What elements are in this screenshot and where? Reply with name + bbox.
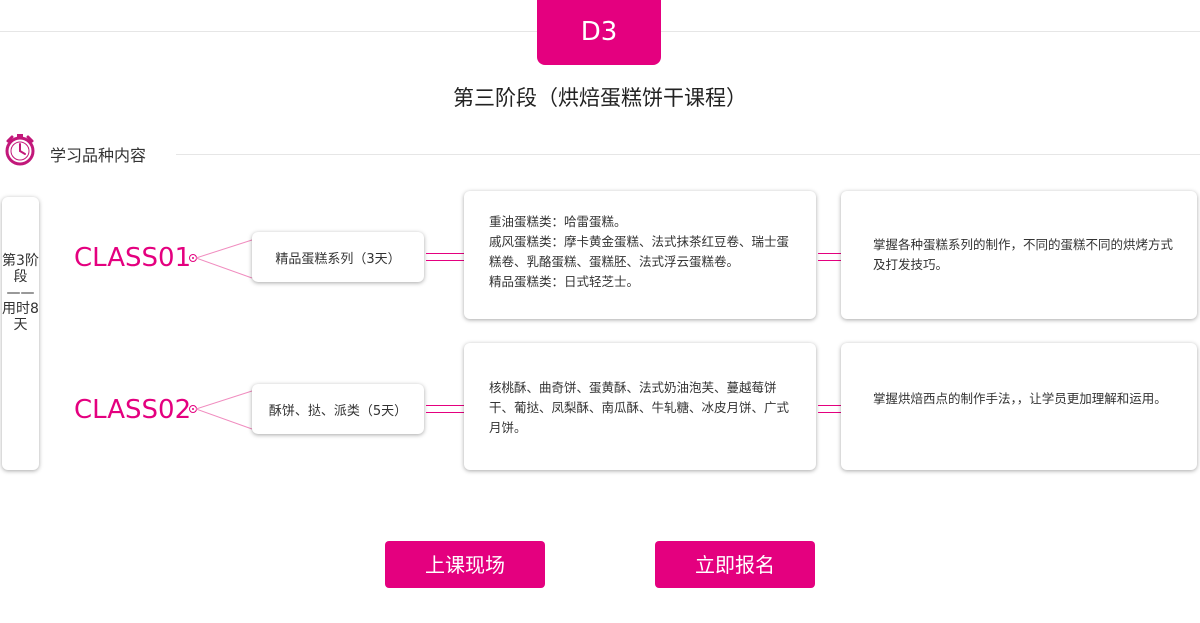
stage-duration-label: 第3阶段——用时8天 bbox=[2, 253, 39, 333]
class-01-goal-text: 掌握各种蛋糕系列的制作，不同的蛋糕不同的烘烤方式及打发技巧。 bbox=[873, 237, 1174, 272]
class-02-label: CLASS02 bbox=[74, 395, 192, 425]
class-02-goal-text: 掌握烘焙西点的制作手法，，让学员更加理解和运用。 bbox=[873, 391, 1167, 406]
class-01-link-line-b bbox=[426, 260, 464, 261]
class-02-connector-lines bbox=[196, 390, 253, 430]
class-01-label: CLASS01 bbox=[74, 243, 192, 273]
class-01-content-line: 重油蛋糕类：哈雷蛋糕。 bbox=[489, 214, 627, 229]
class-01-course-name: 精品蛋糕系列（3天） bbox=[275, 251, 401, 267]
live-class-button[interactable]: 上课现场 bbox=[385, 541, 545, 588]
class-02-link-line-b bbox=[426, 412, 464, 413]
class-02-content-line: 核桃酥、曲奇饼、蛋黄酥、法式奶油泡芙、蔓越莓饼干、葡挞、凤梨酥、南瓜酥、牛轧糖、… bbox=[489, 380, 790, 435]
class-02-goal-line-a bbox=[818, 405, 841, 406]
class-01-content-line: 精品蛋糕类：日式轻芝士。 bbox=[489, 274, 640, 289]
class-01-course-pill: 精品蛋糕系列（3天） bbox=[252, 232, 424, 282]
stopwatch-icon bbox=[5, 134, 35, 166]
section-title: 学习品种内容 bbox=[50, 146, 147, 165]
page-title: 第三阶段（烘焙蛋糕饼干课程） bbox=[453, 86, 747, 110]
signup-button[interactable]: 立即报名 bbox=[655, 541, 815, 588]
class-01-goal-card: 掌握各种蛋糕系列的制作，不同的蛋糕不同的烘烤方式及打发技巧。 bbox=[841, 191, 1197, 319]
class-01-link-line-a bbox=[426, 253, 464, 254]
section-divider bbox=[176, 154, 1200, 155]
class-02-link-line-a bbox=[426, 405, 464, 406]
class-02-goal-card: 掌握烘焙西点的制作手法，，让学员更加理解和运用。 bbox=[841, 343, 1197, 470]
class-01-goal-line-b bbox=[818, 260, 841, 261]
stage-duration-panel: 第3阶段——用时8天 bbox=[2, 197, 39, 470]
class-01-content-card: 重油蛋糕类：哈雷蛋糕。 戚风蛋糕类：摩卡黄金蛋糕、法式抹茶红豆卷、瑞士蛋糕卷、乳… bbox=[464, 191, 816, 319]
class-02-course-name: 酥饼、挞、派类（5天） bbox=[268, 403, 408, 419]
stage-badge: D3 bbox=[537, 0, 661, 65]
class-02-course-pill: 酥饼、挞、派类（5天） bbox=[252, 384, 424, 434]
class-02-content-card: 核桃酥、曲奇饼、蛋黄酥、法式奶油泡芙、蔓越莓饼干、葡挞、凤梨酥、南瓜酥、牛轧糖、… bbox=[464, 343, 816, 470]
class-01-connector-lines bbox=[196, 239, 253, 279]
class-02-goal-line-b bbox=[818, 412, 841, 413]
class-01-goal-line-a bbox=[818, 253, 841, 254]
class-01-content-line: 戚风蛋糕类：摩卡黄金蛋糕、法式抹茶红豆卷、瑞士蛋糕卷、乳酪蛋糕、蛋糕胚、法式浮云… bbox=[489, 234, 790, 269]
